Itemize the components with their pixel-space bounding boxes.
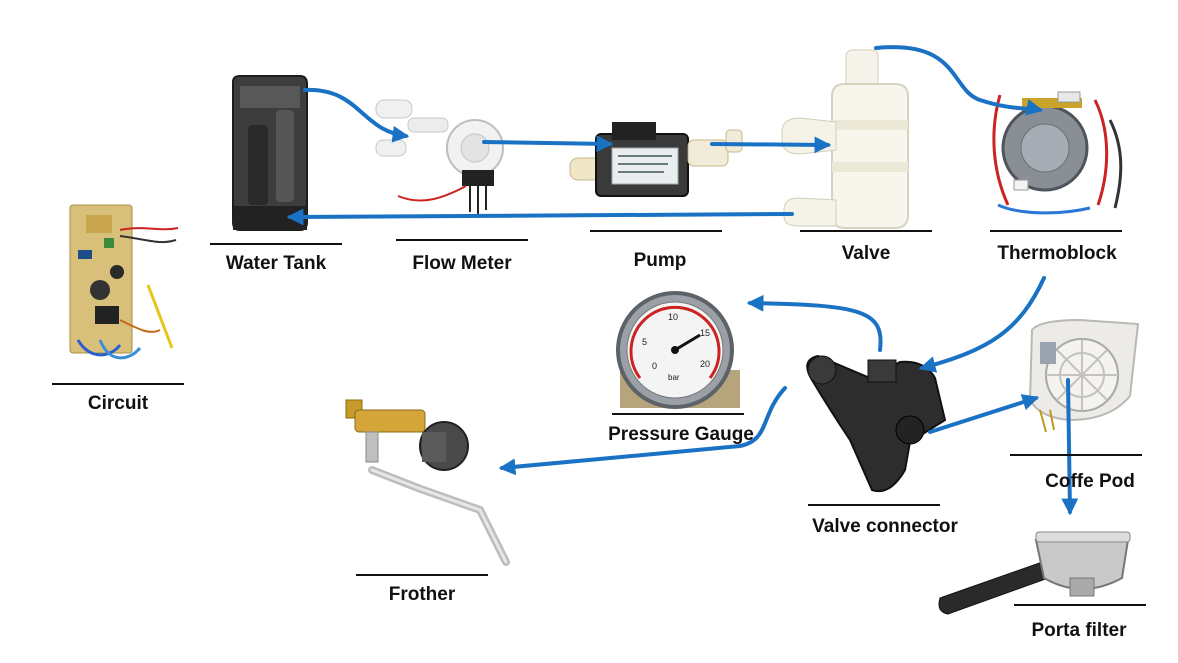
flow-meter-underline — [396, 239, 528, 241]
label-water-tank: Water Tank — [225, 253, 327, 274]
arrow-valve-to-thermoblock — [874, 45, 1044, 116]
label-porta-filter: Porta filter — [1031, 620, 1127, 641]
circuit-board-image — [69, 204, 179, 360]
label-frother: Frother — [388, 584, 456, 605]
gauge-tick-20: 20 — [700, 359, 710, 369]
arrow-tank-to-flow-meter — [303, 87, 410, 143]
label-valve-connector: Valve connector — [812, 516, 958, 537]
porta-filter-underline — [1014, 604, 1146, 606]
coffe-pod-underline — [1010, 454, 1142, 456]
thermoblock-underline — [990, 230, 1122, 232]
label-circuit: Circuit — [87, 393, 149, 414]
pressure-gauge-image: 0 5 10 15 20 bar — [616, 291, 740, 409]
arrow-pump-to-valve — [710, 136, 832, 154]
arrow-coffe-pod-to-porta-filter — [1061, 378, 1079, 516]
arrow-valve-to-tank — [286, 208, 794, 226]
coffee-pod-image — [1028, 318, 1140, 433]
frother-image — [345, 399, 510, 566]
arrow-flow-meter-to-pump — [482, 135, 614, 153]
circuit-underline — [52, 383, 184, 385]
label-thermoblock: Thermoblock — [997, 243, 1117, 264]
water-tank-underline — [210, 243, 342, 245]
water-tank-image — [232, 75, 308, 231]
thermoblock-image — [992, 91, 1123, 215]
gauge-tick-5: 5 — [642, 337, 647, 347]
valve-image — [781, 49, 909, 229]
label-valve: Valve — [841, 243, 891, 264]
gauge-tick-0: 0 — [652, 361, 657, 371]
label-pump: Pump — [633, 250, 687, 271]
arrow-thermoblock-to-valve-connector — [918, 276, 1046, 373]
valve-underline — [800, 230, 932, 232]
pump-underline — [590, 230, 722, 232]
gauge-unit: bar — [668, 373, 680, 382]
pump-image — [569, 122, 743, 197]
gauge-tick-15: 15 — [700, 328, 710, 338]
arrow-valve-connector-to-coffe-pod — [928, 394, 1040, 434]
arrow-valve-connector-to-frother — [498, 386, 787, 476]
label-coffe-pod: Coffe Pod — [1045, 471, 1135, 492]
flow-arrows — [286, 45, 1079, 516]
arrow-valve-connector-to-gauge — [746, 294, 883, 352]
gauge-tick-10: 10 — [668, 312, 678, 322]
porta-filter-image — [938, 531, 1131, 615]
label-flow-meter: Flow Meter — [412, 253, 512, 274]
valve-connector-underline — [808, 504, 940, 506]
pressure-gauge-underline — [612, 413, 744, 415]
valve-connector-image — [806, 354, 947, 492]
flow-meter-image — [375, 99, 504, 214]
label-pressure-gauge: Pressure Gauge — [608, 424, 754, 445]
frother-underline — [356, 574, 488, 576]
